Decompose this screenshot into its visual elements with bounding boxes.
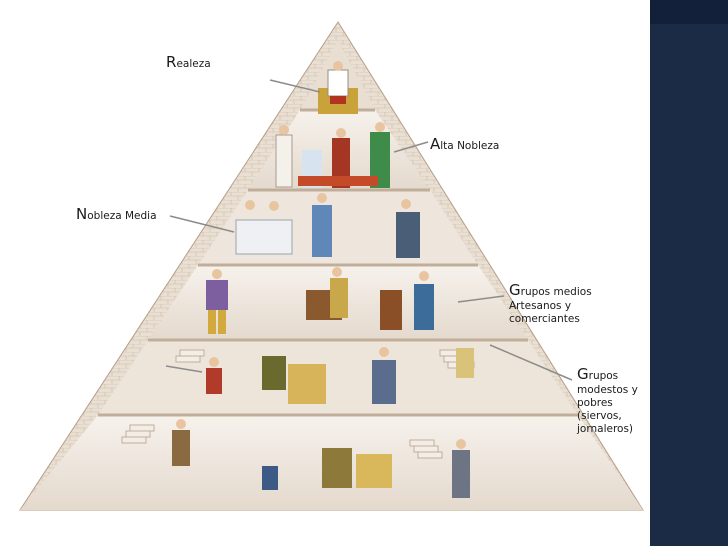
leader-modestos-left [165,365,203,373]
figures-grupos-medios [206,267,434,334]
label-nobleza-media-text: obleza Media [87,210,157,222]
slide-frame-corner [650,0,728,24]
label-nobleza-media: Nobleza Media [76,204,157,224]
figures-nobleza-media [235,193,420,258]
label-alta-nobleza-cap: A [430,135,441,153]
figures-alta-nobleza [275,122,390,188]
label-realeza-cap: R [166,53,177,71]
label-grupos-medios-text: rupos medios [520,286,592,298]
label-realeza: Realeza [166,52,211,72]
leader-grupos-medios [457,295,505,303]
label-grupos-modestos: Grupos modestos y pobres (siervos, jorna… [577,364,647,437]
label-alta-nobleza: Alta Nobleza [430,134,499,154]
figures-grupos-modestos [172,347,474,498]
label-alta-nobleza-text: lta Nobleza [440,140,500,152]
leader-realeza [269,79,321,93]
slide-frame-right [650,0,728,546]
label-grupos-modestos-sub: modestos y pobres (siervos, jornaleros) [577,384,638,436]
leader-alta-nobleza [393,141,429,153]
label-grupos-medios-sub: Artesanos y comerciantes [509,300,580,326]
figure-king [318,61,358,114]
label-nobleza-media-cap: N [76,205,88,223]
label-realeza-text: ealeza [176,58,211,70]
label-grupos-modestos-cap: G [577,365,589,383]
leader-nobleza-media [169,215,235,233]
leader-grupos-modestos [489,344,573,381]
label-grupos-medios-cap: G [509,281,521,299]
label-grupos-medios: Grupos medios Artesanos y comerciantes [509,280,629,326]
label-grupos-modestos-text: rupos [588,370,619,382]
